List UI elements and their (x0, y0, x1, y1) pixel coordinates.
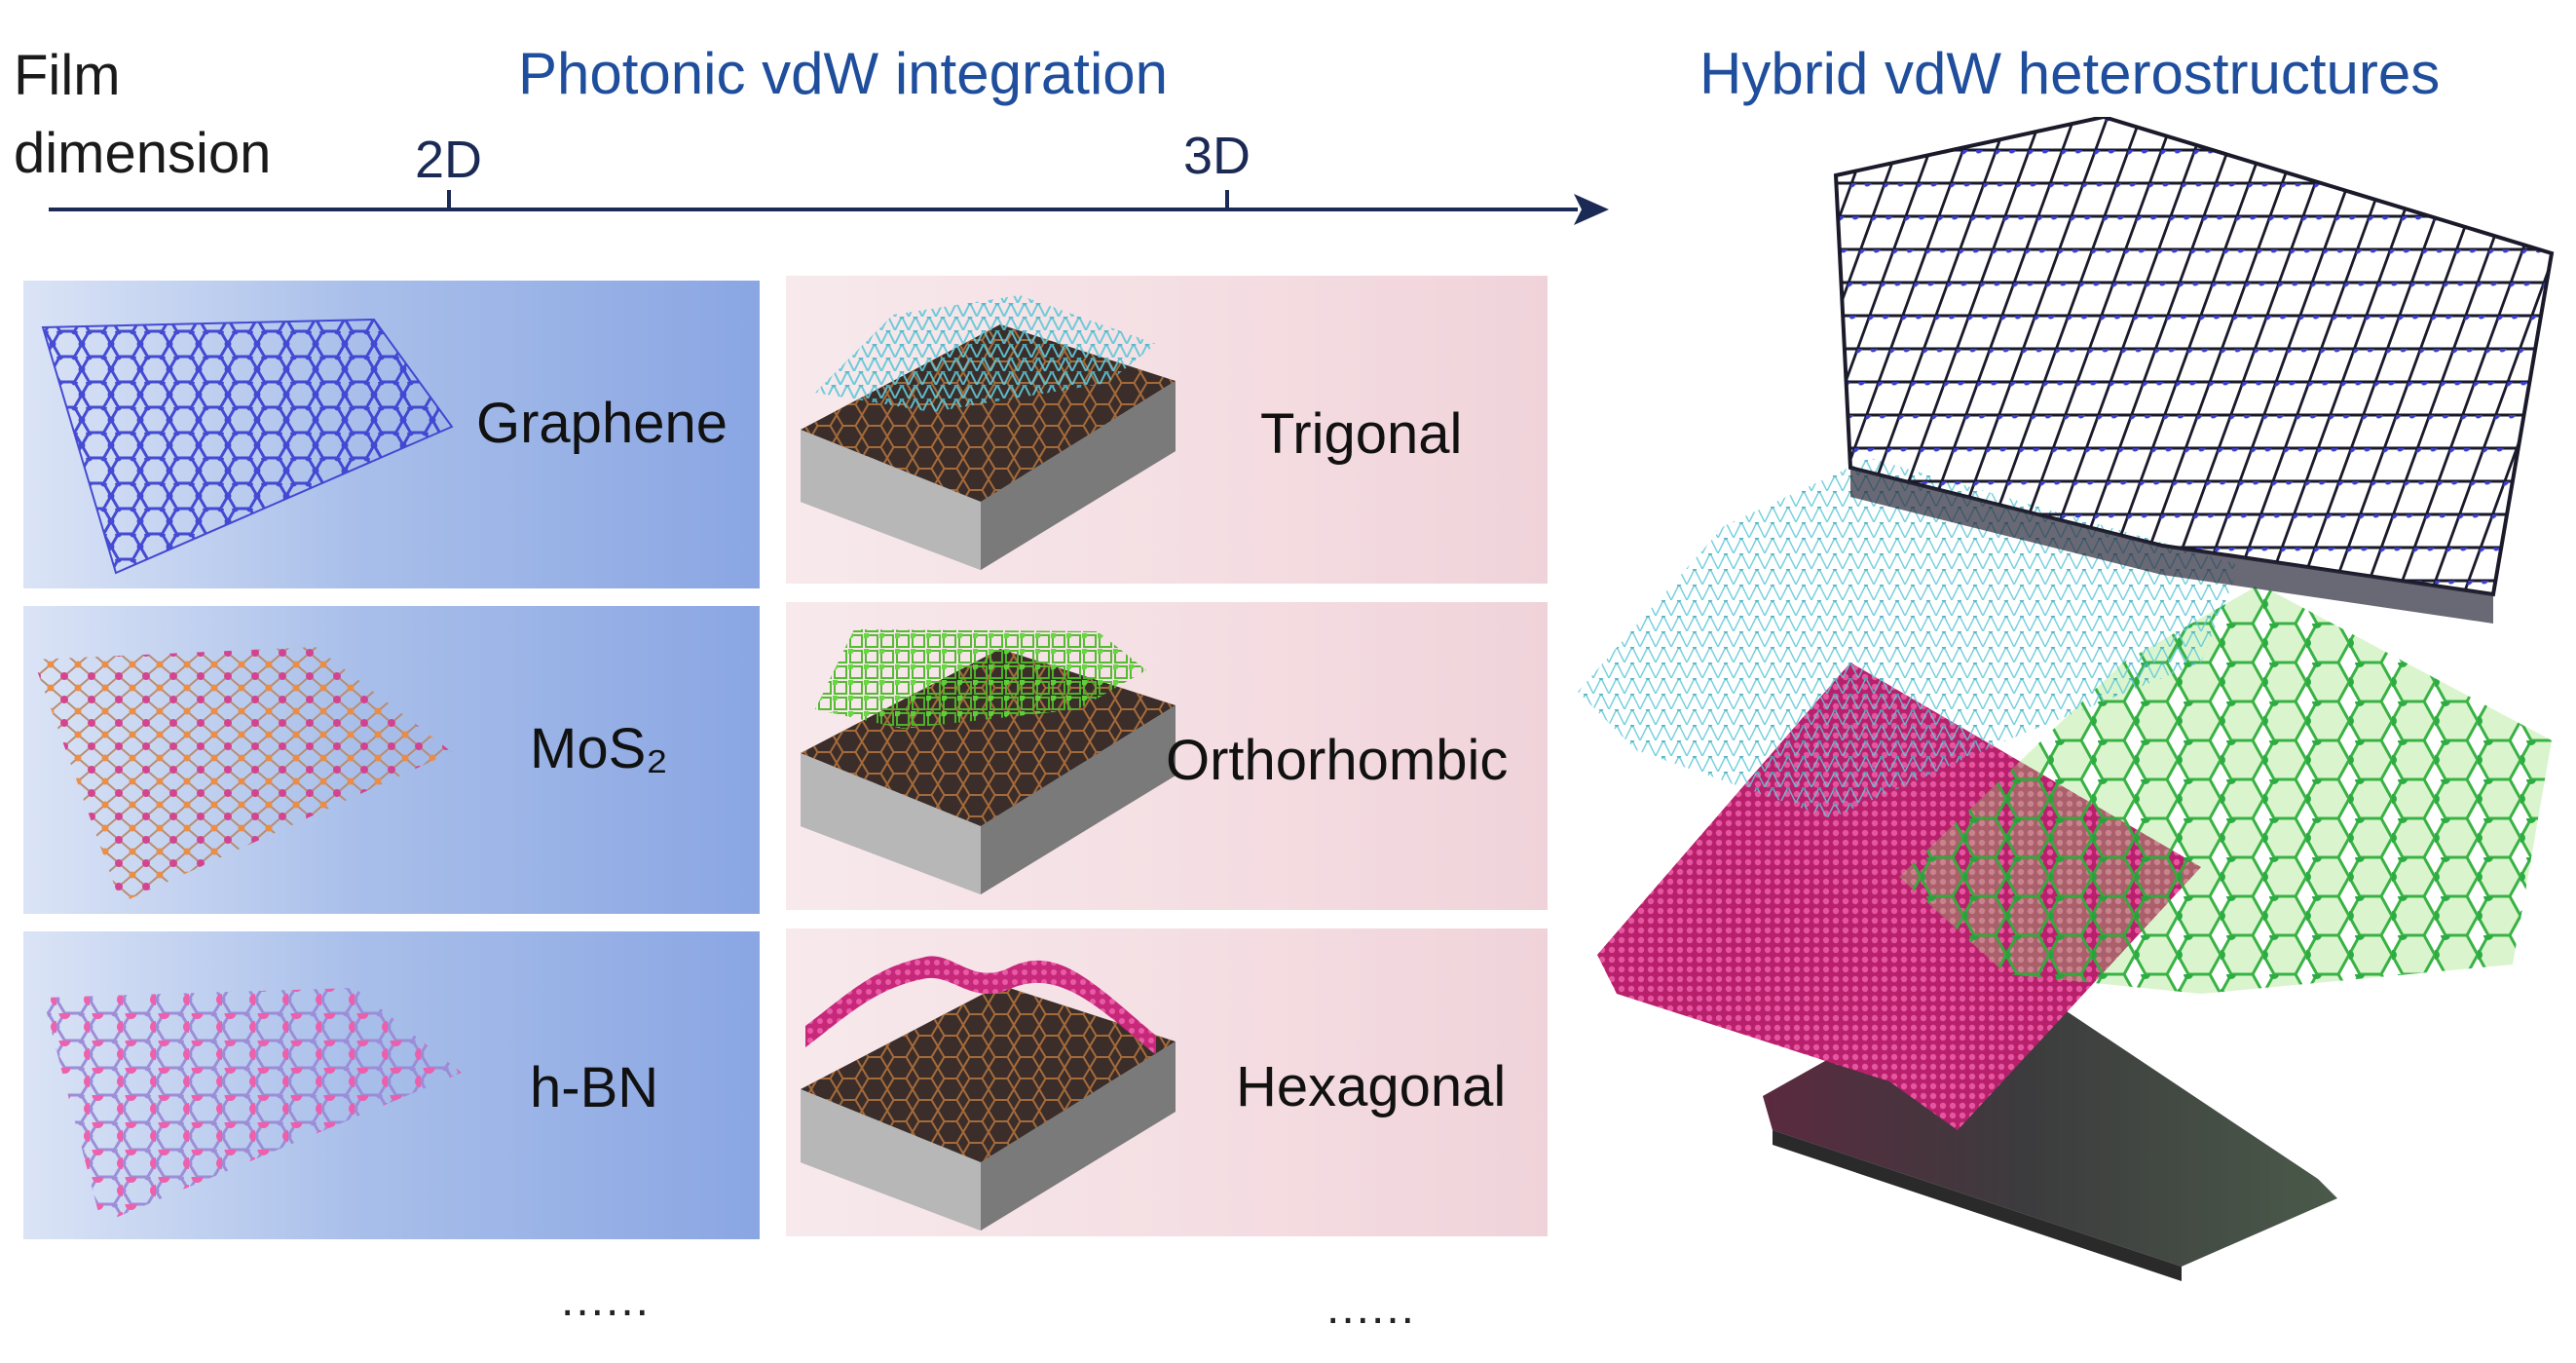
trigonal-stack (801, 295, 1176, 570)
label-orthorhombic: Orthorhombic (1166, 729, 1509, 792)
hbn-lattice (43, 988, 462, 1224)
panel-hexagonal: Hexagonal (786, 928, 1548, 1236)
more-3d-ellipsis: ...... (1326, 1282, 1417, 1334)
panel-graphene: Graphene (23, 281, 760, 588)
hexagonal-stack (801, 956, 1176, 1230)
label-hbn: h-BN (530, 1056, 659, 1119)
axis-arrowhead (1574, 194, 1609, 225)
left-title: Photonic vdW integration (518, 41, 1169, 106)
more-2d-ellipsis: ...... (561, 1274, 652, 1326)
label-trigonal: Trigonal (1260, 402, 1463, 466)
axis-label-line2: dimension (14, 122, 272, 185)
graphene-lattice (41, 318, 454, 575)
orthorhombic-layer (1899, 585, 2552, 994)
label-hexagonal: Hexagonal (1236, 1055, 1507, 1118)
panel-mos2: MoS₂ (23, 606, 760, 914)
mos2-lattice (33, 647, 452, 903)
axis-label-line1: Film (14, 44, 121, 107)
dimension-axis (49, 190, 1609, 225)
panel-orthorhombic: Orthorhombic (786, 602, 1548, 910)
panel-trigonal: Trigonal (786, 276, 1548, 584)
right-title: Hybrid vdW heterostructures (1699, 41, 2441, 106)
label-mos2: MoS₂ (530, 717, 668, 780)
hybrid-heterostructure-illustration (1578, 117, 2555, 1281)
tick-label-2d: 2D (415, 131, 483, 189)
tick-label-3d: 3D (1183, 127, 1251, 185)
label-graphene: Graphene (476, 392, 728, 455)
orthorhombic-stack (801, 629, 1176, 894)
panel-hbn: h-BN (23, 931, 760, 1239)
